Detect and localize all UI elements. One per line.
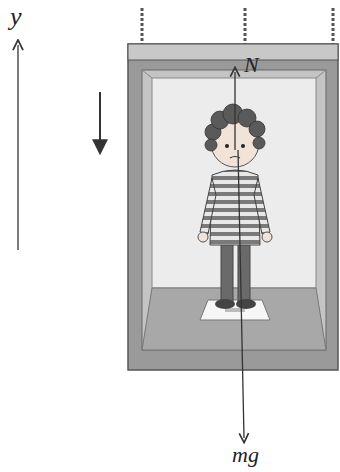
axis-label: y [10, 4, 22, 30]
normal-force-arrow [234, 72, 235, 150]
motion-arrow [99, 92, 101, 152]
weight-arrow [238, 150, 244, 438]
force-label: N [244, 54, 259, 76]
elevator-floor [142, 288, 326, 350]
y-axis-arrow [17, 45, 18, 250]
force-label: mg [232, 444, 259, 466]
bathroom-scale [200, 300, 270, 320]
elevator-car [128, 44, 338, 370]
cables [142, 8, 333, 44]
